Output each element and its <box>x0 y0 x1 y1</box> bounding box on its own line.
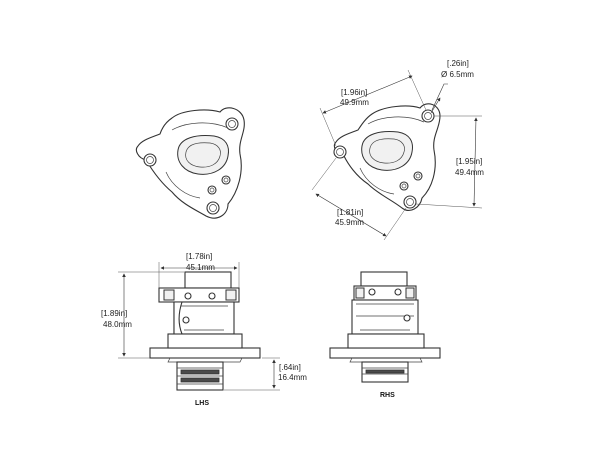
rhs-side-view <box>329 271 441 383</box>
right-height-in: [1.95in] <box>456 157 482 166</box>
lower-width-mm: 45.9mm <box>335 218 364 227</box>
body-height-in: [1.89in] <box>101 309 127 318</box>
spigot-height-mm: 16.4mm <box>278 373 307 382</box>
hole-diameter-in: [.26in] <box>447 59 469 68</box>
spigot-height-in: [.64in] <box>279 363 301 372</box>
right-height-mm: 49.4mm <box>455 168 484 177</box>
lhs-side-view <box>118 262 280 391</box>
top-right-plan-view <box>311 69 483 241</box>
lhs-label: LHS <box>195 400 209 407</box>
top-left-plan-view <box>135 107 245 219</box>
top-width-mm: 49.9mm <box>340 98 369 107</box>
lower-width-in: [1.81in] <box>337 208 363 217</box>
hole-diameter-mm: Ø 6.5mm <box>441 70 474 79</box>
body-width-mm: 45.1mm <box>186 263 215 272</box>
rhs-label: RHS <box>380 392 395 399</box>
top-width-in: [1.96in] <box>341 88 367 97</box>
body-width-in: [1.78in] <box>186 252 212 261</box>
body-height-mm: 48.0mm <box>103 320 132 329</box>
